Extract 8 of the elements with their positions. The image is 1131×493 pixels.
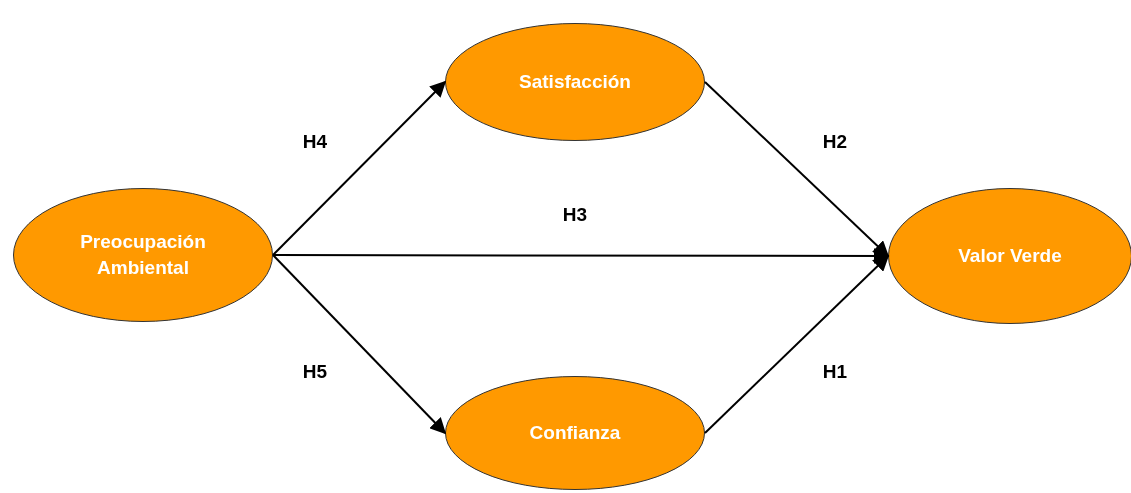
arrow: [704, 254, 890, 434]
node-label: Confianza: [528, 421, 622, 446]
arrow: [704, 81, 890, 258]
node-label: Valor Verde: [957, 244, 1063, 269]
arrow: [272, 254, 447, 435]
node-label: Satisfacción: [518, 70, 632, 95]
arrow: [272, 80, 447, 256]
node-label: Preocupación Ambiental: [79, 230, 207, 280]
